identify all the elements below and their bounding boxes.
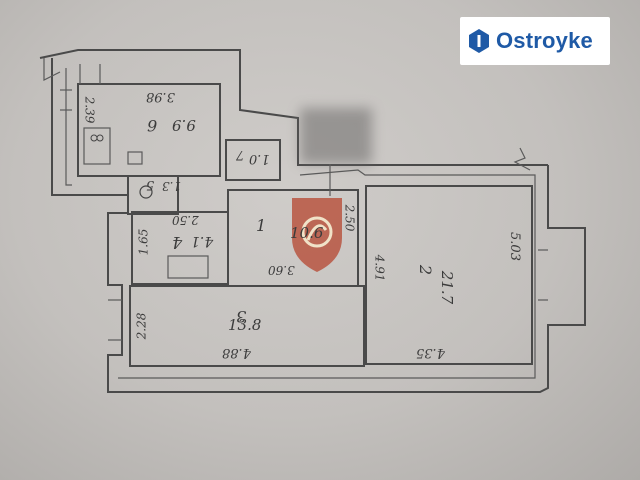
room-7-area: 1.0 <box>249 151 270 166</box>
dim-room3-left: 2.28 <box>134 312 149 340</box>
dim-hall-right: 2.50 <box>342 204 357 232</box>
dim-room2-right: 5.03 <box>506 232 522 261</box>
room-2-number: 2 <box>416 264 436 276</box>
dim-bath-left: 1.65 <box>136 228 151 256</box>
room-5-number: 5 <box>146 177 155 192</box>
room-3-area: 13.8 <box>228 316 262 334</box>
dim-bath-top: 2.50 <box>172 213 199 227</box>
window-marks <box>79 64 548 341</box>
brand-logo: Ostroyke <box>460 17 610 65</box>
room-6-number: 6 <box>147 116 158 135</box>
brand-logo-text: Ostroyke <box>496 28 593 53</box>
stamp-icon <box>292 198 342 272</box>
dim-room3-bottom: 4.88 <box>222 345 251 360</box>
dim-room2-bottom: 4.35 <box>416 345 445 360</box>
room-2-outline <box>365 185 533 365</box>
dim-hall-bottom: 3.60 <box>268 263 295 277</box>
watermark-stamp <box>282 190 352 284</box>
room-7-number: 7 <box>236 147 245 162</box>
room-7-outline <box>225 139 281 181</box>
room-4-area: 4.1 <box>191 233 214 249</box>
room-6-area: 9.9 <box>172 116 196 134</box>
dim-kitchen-top: 3.98 <box>146 89 175 104</box>
room-2-area: 21.7 <box>438 270 457 305</box>
redacted-area <box>300 108 372 164</box>
room-5-area: 1.3 <box>162 179 182 193</box>
room-1-number: 1 <box>256 216 267 235</box>
ostroyke-logo-icon <box>469 29 489 53</box>
room-1-area: 10.6 <box>290 224 324 242</box>
room-3-outline <box>129 285 365 367</box>
room-5-outline <box>127 175 179 215</box>
dim-room2-left: 4.91 <box>372 254 387 282</box>
room-4-number: 4 <box>172 233 183 252</box>
dim-kitchen-side: 2.39 <box>82 96 97 124</box>
